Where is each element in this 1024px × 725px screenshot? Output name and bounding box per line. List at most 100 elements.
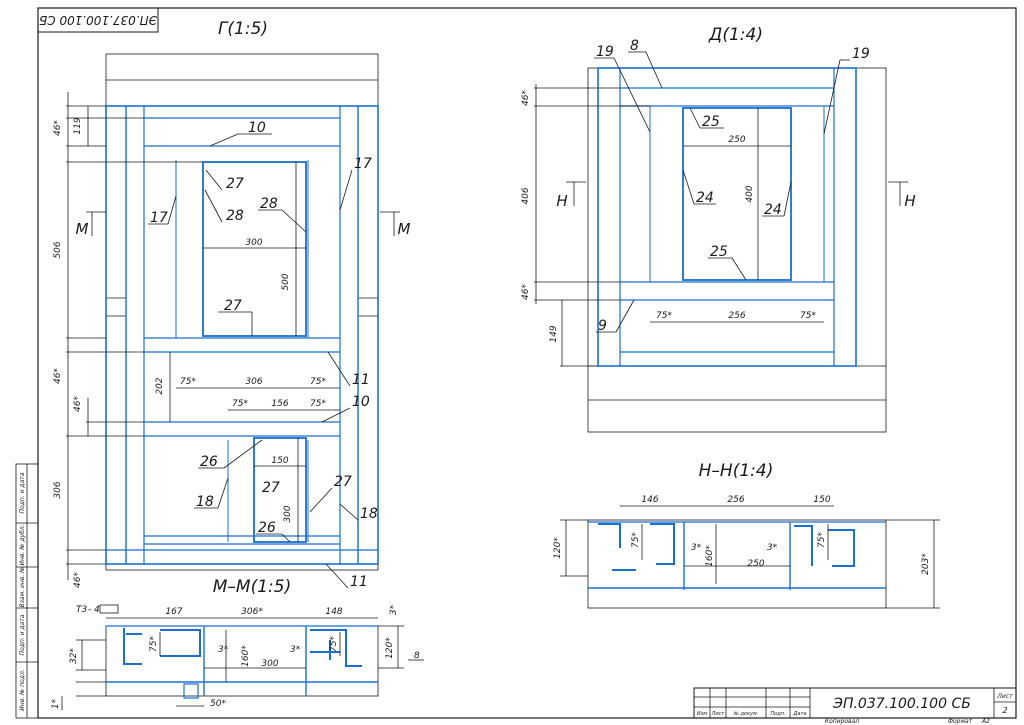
- dim-d-7: 256: [728, 311, 745, 321]
- dim-g-14: 156: [271, 399, 288, 409]
- svg-text:4: 4: [94, 605, 100, 615]
- dim-nn-5: 3*: [691, 543, 702, 553]
- sheet-border: [37, 7, 1017, 719]
- dim-g-13: 75*: [232, 399, 248, 409]
- callout-g-17b: 17: [354, 156, 372, 172]
- side-label-1: Инв. № подл.: [19, 669, 26, 710]
- dim-g-17: 300: [283, 505, 293, 522]
- dim-g-8: 300: [245, 238, 262, 248]
- section-marker-m-left: М: [76, 211, 106, 238]
- side-label-4: Инв. № дубл.: [19, 524, 26, 565]
- callout-d-19a: 19: [596, 44, 614, 60]
- dim-g-6: 306: [53, 481, 63, 498]
- side-label-2: Подп. и дата: [19, 614, 26, 655]
- section-marker-n-left: Н: [556, 181, 586, 210]
- dim-nn-10: 203*: [921, 553, 931, 575]
- col-sign: Подп.: [770, 711, 785, 717]
- dim-mm-3: 75*: [149, 636, 159, 652]
- dim-nn-0: 146: [641, 495, 658, 505]
- svg-text:М: М: [398, 220, 411, 238]
- svg-text:Т3–: Т3–: [76, 605, 92, 615]
- callout-g-27b: 27: [224, 298, 242, 314]
- dim-g-2: 506: [53, 241, 63, 258]
- section-mm: М–М(1:5) Т3– 4 167 306* 1: [51, 577, 424, 710]
- dim-mm-0: 167: [165, 607, 182, 617]
- sheet-label: Лист: [996, 693, 1013, 700]
- dim-g-15: 75*: [310, 399, 326, 409]
- section-nn-title: Н–Н(1:4): [699, 461, 774, 481]
- left-strip: Подп. и дата Инв. № дубл. Взам. инв. № П…: [15, 463, 39, 719]
- dim-nn-3: 120*: [553, 537, 563, 559]
- callout-d-9: 9: [598, 318, 607, 334]
- side-label-5: Подп. и дата: [19, 472, 26, 513]
- dim-d-0: 46*: [521, 90, 531, 106]
- svg-text:Н: Н: [904, 192, 915, 210]
- dim-g-16: 150: [271, 456, 288, 466]
- rotated-code-box: ЭП.037.100.100 СБ: [37, 7, 159, 33]
- dim-d-1: 406: [521, 187, 531, 204]
- callout-g-10a: 10: [248, 120, 266, 136]
- svg-text:М: М: [76, 220, 89, 238]
- callout-d-19b: 19: [852, 46, 870, 62]
- title-block: Изм Лист № докум. Подп. Дата ЭП.037.100.…: [693, 687, 1017, 725]
- dim-mm-2: 148: [325, 607, 342, 617]
- callout-g-28a: 28: [226, 208, 244, 224]
- callout-g-27a: 27: [226, 176, 244, 192]
- callout-g-11b: 11: [350, 574, 368, 590]
- callout-g-10b: 10: [352, 394, 370, 410]
- dim-d-5: 400: [745, 185, 755, 202]
- dim-d-3: 149: [549, 325, 559, 342]
- dim-d-6: 75*: [656, 311, 672, 321]
- dim-g-0: 46*: [53, 120, 63, 136]
- dim-g-10: 75*: [180, 377, 196, 387]
- dim-nn-2: 150: [813, 495, 830, 505]
- dim-g-3: 46*: [53, 368, 63, 384]
- callout-d-24a: 24: [696, 190, 714, 206]
- dim-nn-8: 250: [747, 559, 764, 569]
- col-date: Дата: [793, 711, 807, 717]
- section-nn: Н–Н(1:4) 146 256 150 120* 75* 3* 160* 3*…: [553, 461, 940, 609]
- doc-code: ЭП.037.100.100 СБ: [832, 696, 971, 712]
- callout-d-25b: 25: [710, 244, 728, 260]
- section-mm-title: М–М(1:5): [213, 577, 291, 597]
- section-marker-n-right: Н: [888, 181, 916, 210]
- callout-g-26a: 26: [200, 454, 218, 470]
- callout-d-25a: 25: [702, 114, 720, 130]
- dim-mm-12: 50*: [210, 699, 226, 709]
- dim-d-8: 75*: [800, 311, 816, 321]
- dim-mm-7: 3*: [290, 645, 301, 655]
- dim-g-9: 500: [281, 273, 291, 290]
- view-g-title: Г(1:5): [218, 19, 268, 39]
- dim-mm-5: 160*: [241, 645, 251, 667]
- dim-g-7: 46*: [73, 572, 83, 588]
- dim-mm-13: 3*: [389, 604, 399, 615]
- dim-nn-6: 160*: [705, 545, 715, 567]
- side-label-3: Взам. инв. №: [19, 567, 26, 608]
- dim-g-1: 119: [73, 117, 83, 134]
- callout-g-11a: 11: [352, 372, 370, 388]
- dim-d-4: 250: [728, 135, 745, 145]
- rotated-code: ЭП.037.100.100 СБ: [39, 13, 158, 27]
- callout-g-18a: 18: [196, 494, 214, 510]
- view-d-title: Д(1:4): [708, 25, 763, 45]
- callout-d-8: 8: [630, 38, 639, 54]
- dim-mm-8: 75*: [329, 636, 339, 652]
- dim-mm-4: 3*: [218, 645, 229, 655]
- dim-mm-9: 120*: [385, 637, 395, 659]
- format-value: А2: [981, 718, 990, 725]
- dim-mm-11: 1*: [51, 698, 61, 709]
- callout-d-24b: 24: [764, 202, 782, 218]
- dim-mm-10: 32*: [69, 648, 79, 664]
- view-g: Г(1:5): [53, 19, 411, 590]
- dim-g-4: 202: [155, 377, 165, 394]
- callout-g-27d: 27: [334, 474, 352, 490]
- callout-g-27c: 27: [262, 480, 280, 496]
- svg-text:Н: Н: [556, 192, 567, 210]
- col-izm: Изм: [697, 711, 707, 717]
- dim-nn-1: 256: [727, 495, 744, 505]
- section-marker-m-right: М: [380, 211, 411, 238]
- format-label: Формат: [948, 718, 973, 725]
- sheet-number: 2: [1002, 706, 1007, 715]
- dim-mm-1: 306*: [241, 607, 263, 617]
